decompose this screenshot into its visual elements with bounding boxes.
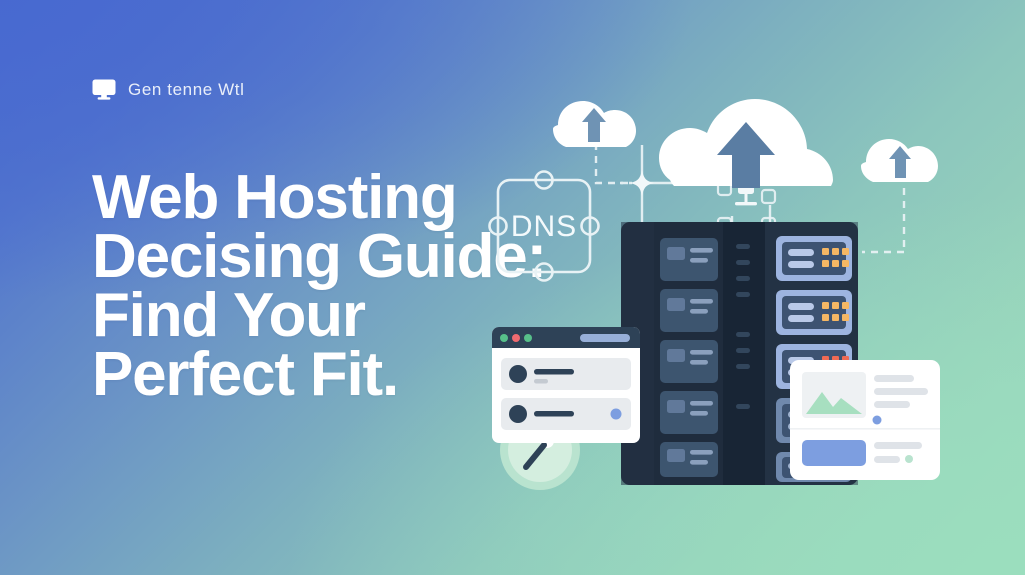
headline-line-4: Perfect Fit. bbox=[92, 340, 399, 409]
server-unit-right-2 bbox=[776, 290, 852, 335]
browser-url-bar[interactable] bbox=[580, 334, 630, 342]
headline-line-2: Decising Guide: bbox=[92, 222, 547, 291]
server-unit-left-1 bbox=[660, 238, 718, 281]
browser-dot-red[interactable] bbox=[512, 334, 520, 342]
rack-status-dots bbox=[736, 244, 750, 409]
browser-dot-green-2[interactable] bbox=[524, 334, 532, 342]
web-hosting-illustration: DNS bbox=[470, 70, 970, 510]
cloud-small-right bbox=[861, 139, 938, 182]
preview-card[interactable] bbox=[790, 360, 940, 480]
preview-dot-mint bbox=[905, 455, 913, 463]
preview-image-placeholder bbox=[802, 372, 866, 418]
preview-divider bbox=[790, 428, 940, 430]
headline-line-3: Find Your bbox=[92, 281, 366, 350]
cloud-small-left bbox=[553, 101, 636, 147]
preview-primary-button[interactable] bbox=[802, 440, 866, 466]
dns-label: DNS bbox=[511, 210, 577, 243]
browser-dot-green[interactable] bbox=[500, 334, 508, 342]
dns-box: DNS bbox=[488, 170, 600, 282]
server-unit-left-3 bbox=[660, 340, 718, 383]
preview-status-dot bbox=[872, 415, 882, 425]
preview-text-lines-bottom bbox=[874, 442, 922, 463]
server-unit-right-1 bbox=[776, 236, 852, 281]
brand-logo-text: Gen tenne Wtl bbox=[128, 79, 245, 99]
browser-window-card[interactable] bbox=[492, 327, 640, 443]
cloud-large-center bbox=[659, 99, 833, 188]
monitor-icon bbox=[92, 79, 116, 100]
server-unit-left-4 bbox=[660, 391, 718, 434]
server-unit-left-2 bbox=[660, 289, 718, 332]
browser-row-2 bbox=[501, 398, 631, 430]
preview-text-lines-top bbox=[874, 375, 928, 408]
junction-node-icon bbox=[630, 170, 654, 196]
brand-logo[interactable]: Gen tenne Wtl bbox=[92, 79, 244, 100]
server-unit-left-5 bbox=[660, 442, 718, 477]
headline-line-1: Web Hosting bbox=[92, 163, 458, 232]
page-title: Web Hosting Decising Guide: Find Your Pe… bbox=[92, 163, 547, 409]
browser-row-1 bbox=[501, 358, 631, 390]
